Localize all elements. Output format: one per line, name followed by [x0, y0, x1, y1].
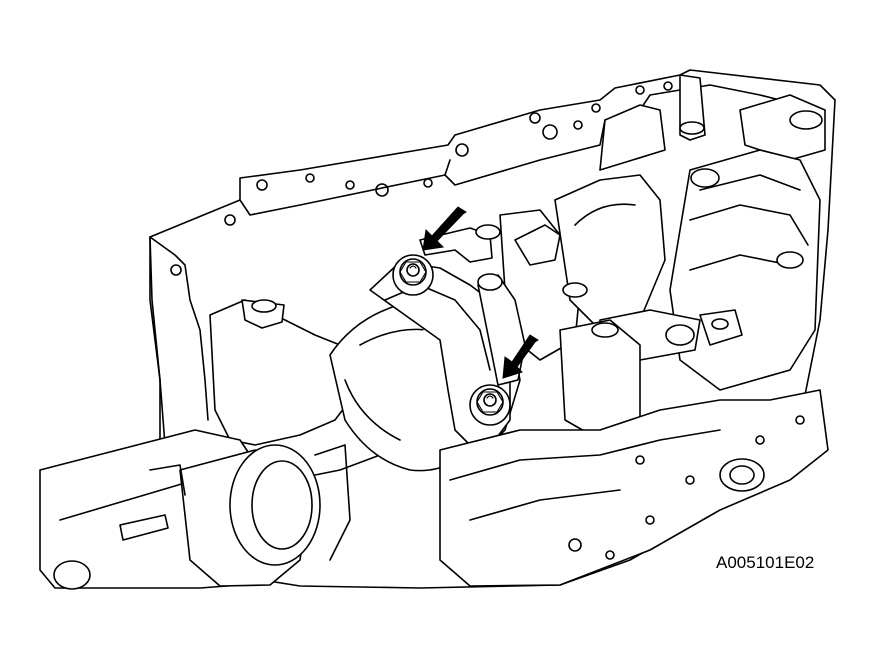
upper-deck — [239, 74, 826, 216]
arrow-icon — [422, 206, 467, 251]
crankshaft-snout — [39, 429, 351, 590]
bearing-half — [419, 224, 561, 266]
rear-housing — [559, 149, 821, 441]
bearing-cap-bolt — [392, 254, 434, 296]
bearing-cap-bolt — [469, 384, 511, 426]
arrow-icon — [502, 334, 539, 379]
figure-reference-code: A005101E02 — [716, 553, 815, 572]
crankcase-front — [439, 389, 829, 587]
